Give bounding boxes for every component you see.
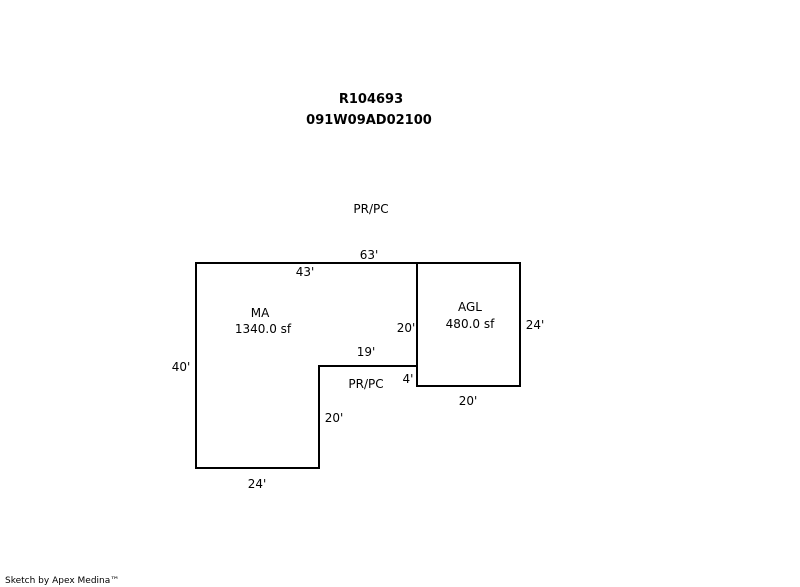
dim-main-top: 43'	[296, 265, 315, 279]
garage-outline	[416, 262, 521, 387]
dim-overall-top: 63'	[360, 248, 379, 262]
dim-garage-right: 24'	[526, 318, 545, 332]
main-area-size: 1340.0 sf	[235, 322, 292, 336]
main-area-outline	[195, 262, 418, 469]
dim-notch-horizontal: 19'	[357, 345, 376, 359]
parcel-id: R104693	[339, 92, 403, 107]
dim-main-bottom: 24'	[248, 477, 267, 491]
sketch-credit: Sketch by Apex Medina™	[5, 576, 119, 586]
garage-size: 480.0 sf	[446, 317, 495, 331]
dim-garage-bottom: 20'	[459, 394, 478, 408]
main-area-name: MA	[251, 306, 270, 320]
garage-name: AGL	[458, 300, 482, 314]
dim-main-left: 40'	[172, 360, 191, 374]
top-porch-label: PR/PC	[353, 202, 388, 216]
dim-notch-vertical: 20'	[325, 411, 344, 425]
map-number: 091W09AD02100	[306, 113, 432, 128]
porch-label: PR/PC	[348, 377, 383, 391]
dim-garage-left: 20'	[397, 321, 416, 335]
dim-garage-offset: 4'	[403, 372, 414, 386]
